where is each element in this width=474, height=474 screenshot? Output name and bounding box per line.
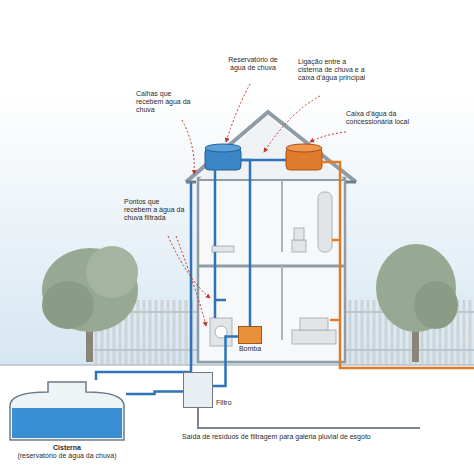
cistern-water [12, 408, 122, 438]
leader-line [310, 132, 346, 142]
cistern-shape [8, 380, 126, 442]
leader-line [176, 236, 206, 326]
filter-box: Filtro [183, 372, 213, 408]
gutter [346, 181, 356, 184]
house [292, 240, 306, 252]
house [198, 116, 345, 180]
house [198, 179, 345, 181]
tree [86, 246, 138, 298]
house [198, 265, 345, 268]
text-holder: Cisterna(reservatório de água da chuva) [8, 444, 126, 460]
pipe-connector [126, 392, 183, 395]
mains-pipe [330, 240, 340, 320]
house [318, 192, 332, 252]
callout-label: Calhas que recebem água da chuva [136, 90, 198, 114]
ground [0, 365, 474, 366]
callout-label: Ligação entre a cisterna de chuva e a ca… [298, 58, 372, 82]
ground [0, 364, 474, 366]
pump-box: Bomba [238, 326, 262, 344]
water-tank [286, 144, 322, 152]
house [212, 246, 234, 252]
leader-line [226, 84, 250, 142]
node-title: Cisterna [8, 444, 126, 452]
leader-line [168, 236, 210, 298]
waste-pipe [198, 408, 420, 428]
leader-line [264, 96, 320, 152]
water-tank [205, 144, 241, 152]
house [186, 112, 356, 362]
cistern-shape [10, 382, 124, 440]
text-holder: Filtro [216, 399, 232, 407]
node-note: (reservatório de água da chuva) [8, 452, 126, 460]
text-holder: Bomba [239, 345, 261, 353]
house [294, 228, 304, 240]
sky [0, 92, 474, 365]
rain-pipe [96, 160, 286, 380]
house [210, 318, 232, 346]
node-title: Bomba [239, 345, 261, 353]
leader-line [168, 84, 346, 326]
house [300, 318, 328, 330]
tree [42, 281, 94, 329]
node-title: Filtro [216, 399, 232, 407]
sky [0, 92, 474, 365]
mains-pipe [322, 162, 474, 368]
house [281, 266, 283, 340]
gutter [186, 182, 356, 183]
house [281, 180, 283, 252]
cistern-tank: Cisterna(reservatório de água da chuva) [8, 380, 126, 460]
callout-label: Saída de resíduos de filtragem para gale… [182, 433, 462, 441]
water-tank [205, 144, 322, 170]
rain-pipe [96, 183, 191, 380]
callout-label: Caixa d'água da concessionária local [346, 110, 420, 126]
callout-label: Reservatório de água de chuva [222, 56, 284, 72]
house [198, 178, 345, 362]
waste-pipe [198, 408, 420, 428]
house [186, 112, 356, 182]
rain-pipe [241, 160, 250, 326]
tree [414, 281, 458, 329]
rain-pipe [241, 159, 286, 162]
pipe-connector [213, 337, 238, 387]
house [292, 330, 336, 344]
leader-line [182, 120, 194, 174]
callout-label: Pontos que recebem a água da chuva filtr… [124, 198, 186, 222]
mains-pipe [322, 162, 474, 368]
rain-pipe [215, 170, 226, 318]
